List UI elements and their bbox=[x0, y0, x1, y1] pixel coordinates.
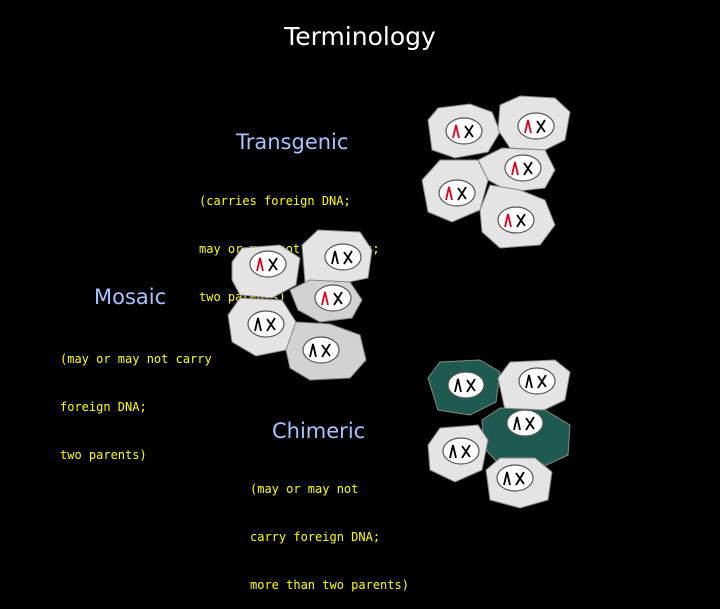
chimeric-cell bbox=[497, 359, 571, 413]
chromosome-pair bbox=[445, 186, 453, 201]
transgenic-cell bbox=[427, 103, 501, 159]
mosaic-description: (may or may not carry foreign DNA; two p… bbox=[60, 319, 212, 479]
chromosome-pair bbox=[457, 186, 467, 201]
nucleus bbox=[442, 437, 480, 465]
chimeric-cell bbox=[427, 424, 489, 483]
cell-diagram bbox=[227, 95, 571, 509]
chromosome-pair bbox=[331, 250, 339, 265]
chimeric-cell bbox=[427, 359, 501, 416]
nucleus bbox=[496, 464, 534, 492]
chromosome-pair bbox=[503, 471, 511, 486]
chromosome-pair bbox=[537, 374, 547, 389]
chromosome-pair bbox=[516, 213, 526, 228]
nucleus bbox=[438, 179, 476, 207]
page-title: Terminology bbox=[284, 22, 436, 51]
transgenic-cell bbox=[477, 147, 556, 193]
nucleus bbox=[447, 371, 485, 399]
nucleus bbox=[506, 409, 544, 437]
transgenic-cell bbox=[421, 159, 489, 223]
chromosome-pair bbox=[343, 250, 353, 265]
chromosome-pair bbox=[525, 416, 535, 431]
mosaic-cell bbox=[227, 297, 297, 357]
chromosome-pair bbox=[321, 291, 329, 306]
transgenic-description-line: (carries foreign DNA; bbox=[199, 194, 351, 208]
chromosome-pair bbox=[504, 213, 512, 228]
cell-membrane bbox=[481, 407, 571, 469]
chromosome-pair bbox=[511, 161, 519, 176]
nucleus bbox=[247, 310, 285, 338]
chromosome-pair bbox=[466, 378, 476, 393]
mosaic-description-line: foreign DNA; bbox=[60, 400, 147, 414]
mosaic-cell bbox=[285, 321, 367, 381]
chromosome-pair bbox=[309, 343, 317, 358]
chromosome-pair bbox=[525, 374, 533, 389]
chromosome-pair bbox=[321, 343, 331, 358]
nucleus bbox=[518, 367, 556, 395]
chromosome-pair bbox=[515, 471, 525, 486]
nucleus bbox=[445, 117, 483, 145]
chromosome-pair bbox=[254, 317, 262, 332]
nucleus bbox=[314, 284, 352, 312]
nucleus bbox=[302, 336, 340, 364]
transgenic-cell bbox=[479, 184, 556, 249]
nucleus bbox=[504, 154, 542, 182]
chromosome-pair bbox=[449, 444, 457, 459]
nucleus bbox=[517, 112, 555, 140]
transgenic-cell bbox=[497, 95, 571, 151]
chimeric-description-line: more than two parents) bbox=[250, 578, 409, 592]
chromosome-pair bbox=[536, 119, 546, 134]
chromosome-pair bbox=[266, 317, 276, 332]
nucleus bbox=[324, 243, 362, 271]
chromosome-pair bbox=[524, 119, 532, 134]
chromosome-pair bbox=[464, 124, 474, 139]
chromosome-pair bbox=[452, 124, 460, 139]
chimeric-cell bbox=[481, 407, 571, 469]
chromosome-pair bbox=[513, 416, 521, 431]
chimeric-cell bbox=[485, 457, 553, 509]
transgenic-label: Transgenic bbox=[236, 130, 349, 154]
chromosome-pair bbox=[268, 257, 278, 272]
mosaic-label: Mosaic bbox=[94, 285, 167, 309]
nucleus bbox=[497, 206, 535, 234]
mosaic-cell bbox=[301, 229, 373, 285]
chromosome-pair bbox=[333, 291, 343, 306]
mosaic-cell bbox=[289, 279, 363, 323]
mosaic-cell bbox=[231, 244, 301, 299]
mosaic-description-line: (may or may not carry bbox=[60, 352, 212, 366]
chromosome-pair bbox=[454, 378, 462, 393]
chromosome-pair bbox=[523, 161, 533, 176]
chimeric-description-line: (may or may not bbox=[250, 482, 359, 496]
mosaic-description-line: two parents) bbox=[60, 448, 147, 462]
chromosome-pair bbox=[461, 444, 471, 459]
nucleus bbox=[249, 250, 287, 278]
cell-clusters bbox=[227, 95, 571, 509]
chromosome-pair bbox=[256, 257, 264, 272]
chimeric-label: Chimeric bbox=[272, 419, 366, 443]
